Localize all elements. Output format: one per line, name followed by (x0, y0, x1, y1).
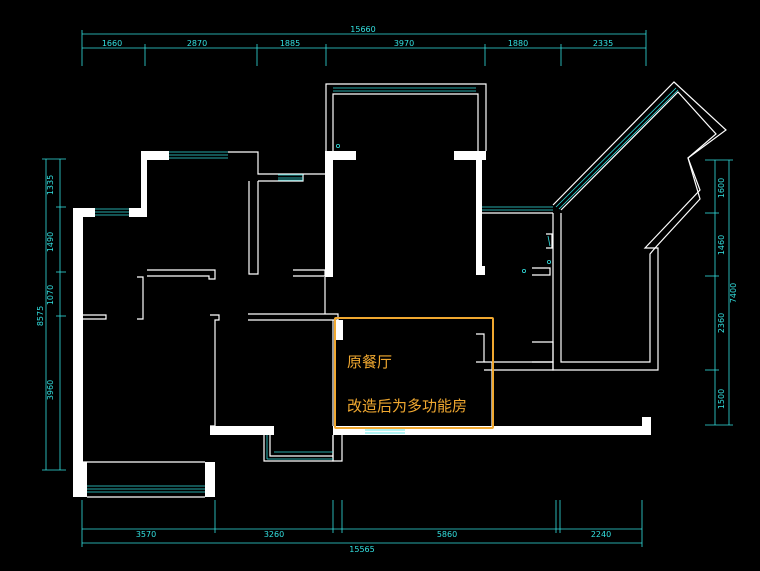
right-dimension-1: 1600 (717, 178, 726, 198)
bottom-dimension-4: 2240 (591, 530, 611, 539)
top-dimension-2: 2870 (187, 39, 207, 48)
top-dimension-4: 3970 (394, 39, 414, 48)
left-dimension-1: 1335 (46, 175, 55, 195)
bottom-dimension-2: 3260 (264, 530, 284, 539)
left-dimension-3: 1070 (46, 285, 55, 305)
top-total-dimension: 15660 (350, 25, 375, 34)
top-dimension-3: 1885 (280, 39, 300, 48)
highlight-label-renovation: 改造后为多功能房 (347, 397, 467, 415)
thin-walls (83, 81, 727, 498)
left-dimension-2: 1490 (46, 232, 55, 252)
highlight-label-original: 原餐厅 (347, 353, 392, 371)
right-dimension-4: 1500 (717, 389, 726, 409)
left-dimension-4: 3960 (46, 380, 55, 400)
right-dimension-chain (705, 159, 733, 426)
top-dimension-chain (81, 30, 647, 66)
bottom-dimension-chain (81, 500, 643, 547)
right-dimension-2: 1460 (717, 235, 726, 255)
right-total-dimension: 7400 (729, 283, 738, 303)
windows (87, 87, 679, 493)
left-dimension-chain (42, 158, 66, 471)
bottom-dimension-3: 5860 (437, 530, 457, 539)
bottom-total-dimension: 15565 (349, 545, 374, 554)
top-dimension-6: 2335 (593, 39, 613, 48)
bottom-dimension-1: 3570 (136, 530, 156, 539)
right-dimension-3: 2360 (717, 313, 726, 333)
dining-room-highlight (334, 317, 494, 429)
solid-walls (73, 151, 651, 497)
left-total-dimension: 8575 (36, 306, 45, 326)
top-dimension-1: 1660 (102, 39, 122, 48)
top-dimension-5: 1880 (508, 39, 528, 48)
